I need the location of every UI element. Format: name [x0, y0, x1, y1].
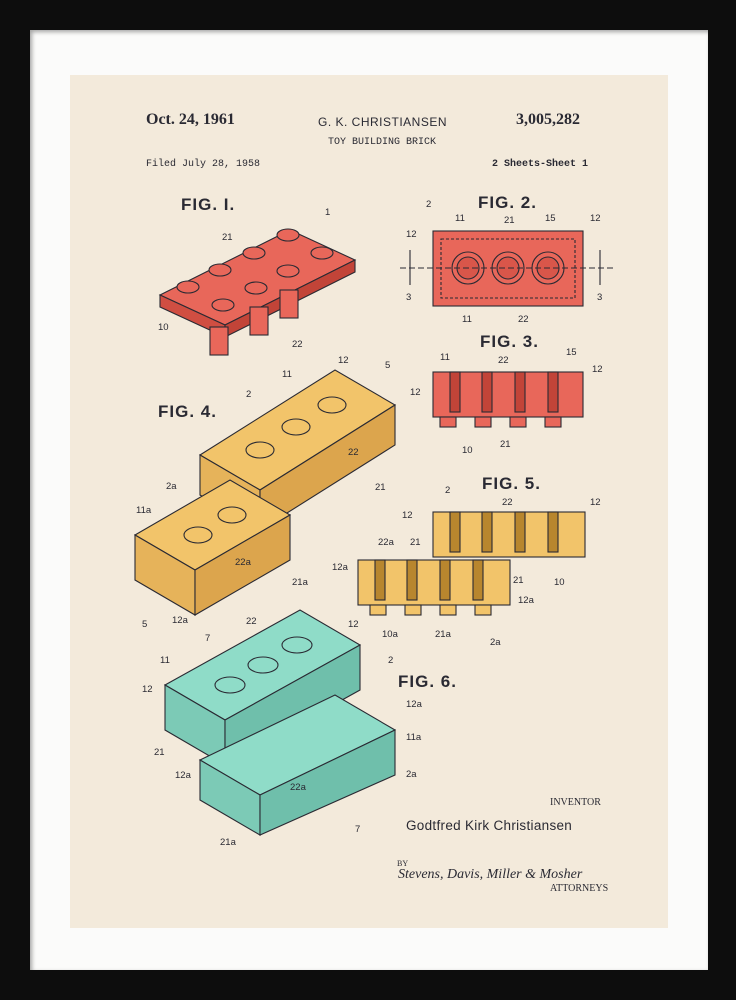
patent-drawings: FIG. I. FIG. 2. FIG. 3. FIG. 4. FIG. 5. …: [133, 193, 615, 848]
callout: 7: [355, 824, 360, 835]
callout: 7: [205, 633, 210, 644]
callout: 21: [504, 215, 515, 226]
callout: 11: [455, 213, 465, 224]
fig3-cross-section: [432, 371, 584, 428]
attorneys-label: ATTORNEYS: [550, 883, 609, 894]
callout: 12: [142, 684, 153, 695]
callout: 10: [158, 322, 169, 333]
fig1-brick: [158, 228, 357, 356]
callout: 12a: [406, 699, 423, 710]
callout: 21: [154, 747, 165, 758]
callout: 11a: [406, 732, 422, 743]
callout: 12a: [332, 562, 349, 573]
inventor-short: G. K. CHRISTIANSEN: [318, 115, 448, 129]
callout: 10a: [382, 629, 399, 640]
callout: 2: [426, 199, 431, 210]
callout: 15: [545, 213, 556, 224]
filed-date: Filed July 28, 1958: [146, 159, 261, 170]
callout: 5: [385, 360, 390, 371]
callout: 2a: [490, 637, 501, 648]
fig4-bricks: [133, 369, 397, 616]
attorneys-signature: Stevens, Davis, Miller & Mosher: [398, 867, 583, 882]
callout: 11: [462, 314, 472, 325]
callout: 11: [160, 655, 170, 666]
fig5-label: FIG. 5.: [482, 474, 541, 493]
callout: 22a: [235, 557, 252, 568]
callout: 21: [222, 232, 233, 243]
callout: 22: [348, 447, 359, 458]
callout: 11: [440, 352, 450, 363]
callout: 10: [462, 445, 473, 456]
callout: 12: [402, 510, 413, 521]
callout: 2: [246, 389, 251, 400]
patent-number: 3,005,282: [516, 111, 580, 128]
callout: 12a: [518, 595, 535, 606]
callout: 21: [513, 575, 524, 586]
inventor-name: Godtfred Kirk Christiansen: [406, 818, 573, 833]
sheet-info: 2 Sheets-Sheet 1: [492, 159, 589, 170]
callout: 11: [282, 369, 292, 380]
callout: 3: [406, 292, 411, 303]
callout: 21a: [292, 577, 309, 588]
callout: 15: [566, 347, 577, 358]
by-label: BY: [397, 859, 409, 868]
callout: 22: [246, 616, 257, 627]
patent-poster: Oct. 24, 1961 G. K. CHRISTIANSEN 3,005,2…: [70, 75, 668, 928]
callout: 10: [554, 577, 565, 588]
fig2-label: FIG. 2.: [478, 193, 537, 212]
fig6-label: FIG. 6.: [398, 672, 457, 691]
callout: 22a: [290, 782, 307, 793]
patent-date: Oct. 24, 1961: [146, 111, 235, 128]
callout: 22a: [378, 537, 395, 548]
reference-numerals: 1 21 10 22 2 11 21 15 12 12 3 3 11 22 11…: [136, 199, 603, 848]
callout: 21: [375, 482, 386, 493]
callout: 21a: [435, 629, 452, 640]
callout: 2a: [406, 769, 417, 780]
patent-title: TOY BUILDING BRICK: [328, 137, 437, 148]
callout: 5: [142, 619, 147, 630]
callout: 1: [325, 207, 330, 218]
fig6-bricks: [163, 609, 397, 836]
callout: 12: [410, 387, 421, 398]
callout: 2a: [166, 481, 177, 492]
callout: 22: [502, 497, 513, 508]
callout: 12: [592, 364, 603, 375]
callout: 21: [410, 537, 421, 548]
fig3-label: FIG. 3.: [480, 332, 539, 351]
fig4-label: FIG. 4.: [158, 402, 217, 421]
callout: 22: [498, 355, 509, 366]
callout: 21a: [220, 837, 237, 848]
callout: 12: [348, 619, 359, 630]
callout: 3: [597, 292, 602, 303]
callout: 12a: [175, 770, 192, 781]
callout: 21: [500, 439, 511, 450]
fig5-cross-sections: [357, 511, 586, 616]
callout: 12: [590, 213, 601, 224]
callout: 2: [445, 485, 450, 496]
callout: 11a: [136, 505, 152, 516]
fig2-brick-top: [400, 230, 615, 307]
callout: 12: [406, 229, 417, 240]
callout: 12: [590, 497, 601, 508]
callout: 12: [338, 355, 349, 366]
callout: 22: [518, 314, 529, 325]
callout: 12a: [172, 615, 189, 626]
inventor-label: INVENTOR: [550, 797, 601, 808]
callout: 2: [388, 655, 393, 666]
fig1-label: FIG. I.: [181, 195, 235, 214]
callout: 22: [292, 339, 303, 350]
